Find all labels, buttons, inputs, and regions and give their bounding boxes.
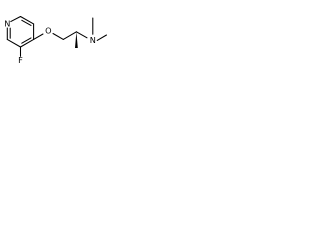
ring-bond-c4-c5 <box>19 38 35 48</box>
ring-bond-c2-c3 <box>19 15 35 25</box>
bond-oxygen-ch2 <box>52 32 64 40</box>
wedge-bond-methyl <box>75 31 78 48</box>
bond-c3-oxygen <box>33 33 44 40</box>
pyridine-ring <box>6 15 35 48</box>
ring-nitrogen-label: N <box>4 18 10 28</box>
atom-ring-nitrogen: N <box>3 18 12 28</box>
ring-bond-c4-c5-inner <box>21 37 32 44</box>
ring-bond-c5-c6 <box>6 38 22 48</box>
amine-nitrogen-label: N <box>90 35 96 45</box>
fluorine-label: F <box>18 55 23 65</box>
atom-amine-nitrogen: N <box>89 35 97 45</box>
bond-chiral-center-nitrogen <box>75 31 88 39</box>
atom-fluorine: F <box>16 55 25 65</box>
bond-ch2-chiral-center <box>62 31 77 40</box>
molecule-diagram: N F O N <box>3 15 108 65</box>
ring-bond-c2-c3-inner <box>21 19 32 26</box>
atom-ether-oxygen: O <box>44 26 53 36</box>
ring-bond-n-c2 <box>9 15 22 23</box>
bond-nitrogen-methyl-right <box>96 34 108 41</box>
ether-oxygen-label: O <box>45 26 51 36</box>
